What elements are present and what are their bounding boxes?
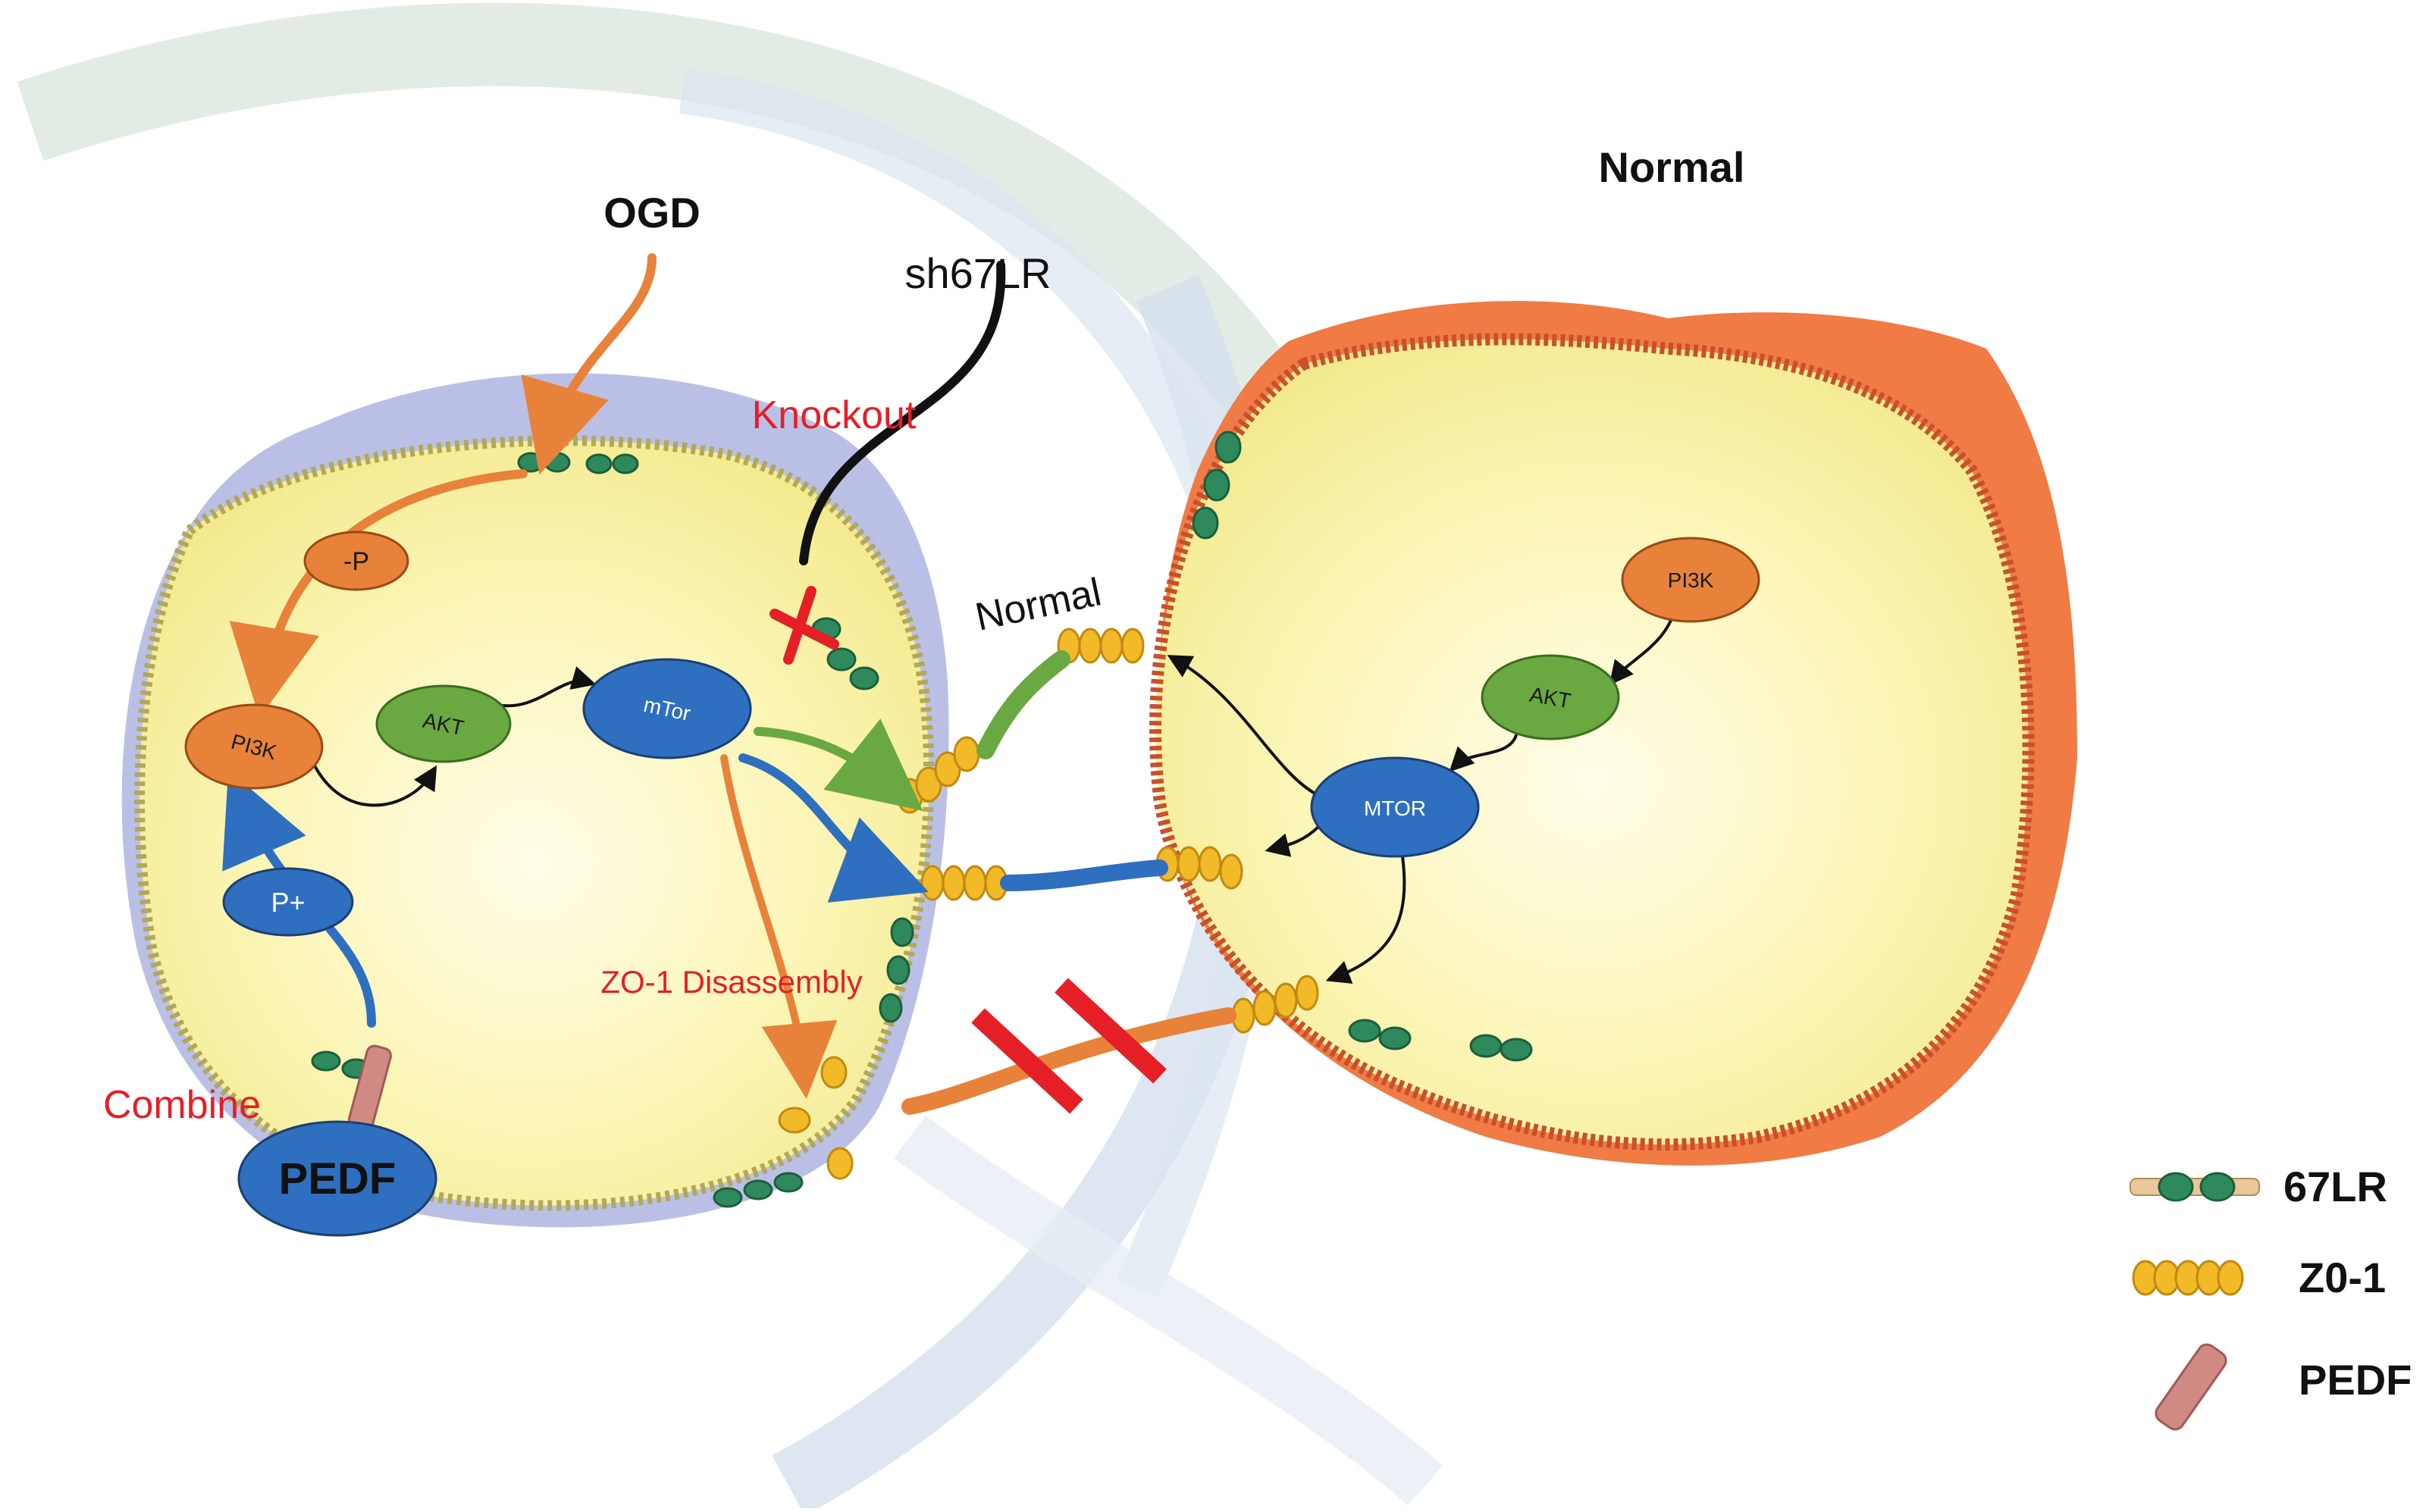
left-cell xyxy=(121,373,949,1228)
mtor-green-arrow xyxy=(754,718,923,811)
zo1-beads-icon xyxy=(2132,1260,2244,1296)
broken-junction-mark xyxy=(971,978,1167,1114)
legend-67lr-label: 67LR xyxy=(2283,1163,2387,1210)
knockout-label: Knockout xyxy=(752,393,917,437)
receptor-67lr-icon xyxy=(2130,1172,2260,1202)
legend-item-67lr: 67LR xyxy=(2130,1163,2387,1210)
normal-path-label: Normal xyxy=(972,570,1105,640)
zo1-disassembly-label: ZO-1 Disassembly xyxy=(600,964,862,1000)
left-node-mtor: mTor xyxy=(582,658,752,759)
ogd-arrow xyxy=(521,253,657,475)
knockout-cross xyxy=(769,586,839,665)
legend: 67LR Z0-1 PEDF xyxy=(2130,1163,2412,1431)
ogd-label: OGD xyxy=(603,189,700,236)
right-arrows xyxy=(1167,605,1677,984)
pi3k-to-akt-arrow xyxy=(309,756,437,807)
right-cell xyxy=(1149,301,2077,1166)
phospho-neg-label: -P xyxy=(343,547,369,576)
mtor-blue-arrow xyxy=(738,753,929,903)
left-node-akt: AKT xyxy=(375,684,512,763)
legend-item-pedf: PEDF xyxy=(2155,1343,2412,1431)
pedf-rod-icon xyxy=(2155,1343,2227,1431)
left-node-phospho-neg: -P xyxy=(303,531,409,591)
pedf-label: PEDF xyxy=(279,1154,396,1204)
akt-to-mtor-arrow xyxy=(495,666,597,708)
right-node-pi3k: PI3K xyxy=(1621,537,1760,623)
normal-title: Normal xyxy=(1599,143,1745,191)
legend-pedf-label: PEDF xyxy=(2299,1356,2412,1404)
zo1-disassembly-arrow xyxy=(720,754,838,1099)
left-node-pi3k: PI3K xyxy=(184,703,324,790)
right-node-mtor: MTOR xyxy=(1310,756,1480,858)
right-cell-membrane xyxy=(1149,333,2035,1151)
sh67lr-label: sh67LR xyxy=(904,249,1051,297)
pedf-binding: PEDF xyxy=(237,1044,437,1237)
right-mtor-label: MTOR xyxy=(1364,797,1426,820)
right-pi3k-label: PI3K xyxy=(1668,568,1714,592)
legend-item-zo1: Z0-1 xyxy=(2132,1254,2386,1301)
left-node-phospho-pos: P+ xyxy=(222,867,354,937)
legend-zo1-label: Z0-1 xyxy=(2299,1254,2386,1301)
phospho-pos-label: P+ xyxy=(271,887,305,918)
combine-label: Combine xyxy=(103,1083,261,1127)
sh67lr-line xyxy=(799,261,1006,565)
left-cell-membrane xyxy=(134,435,935,1211)
right-node-akt: AKT xyxy=(1481,654,1620,740)
